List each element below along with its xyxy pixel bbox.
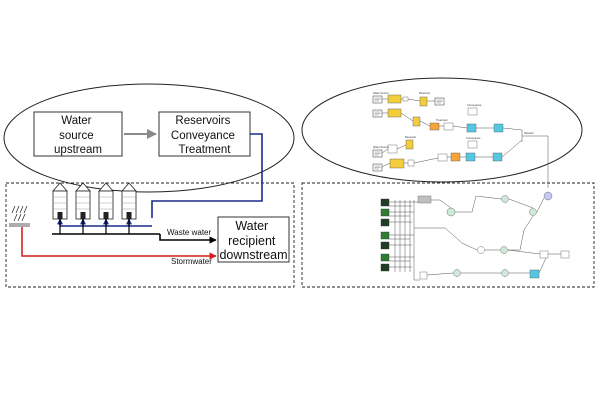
reservoirs-line-3: Treatment (179, 144, 232, 156)
reservoirs-box: Reservoirs Conveyance Treatment (158, 111, 251, 157)
stormwater-line (21, 227, 217, 260)
svg-text:Reservoirs Conveyance: Reservoirs Conveyance Treatment (171, 115, 238, 156)
recipient-line-1: Water (235, 219, 268, 233)
source-line-3: upstream (54, 144, 102, 156)
recipient-box: Water recipient downstream (217, 216, 290, 263)
svg-text:Conveyance: Conveyance (467, 103, 482, 107)
right-panel: Water Source Reservoir Conveyance Treatm… (301, 77, 595, 288)
rainfall-icon (9, 205, 30, 227)
supply-line (151, 133, 263, 218)
urban-model-blocks (380, 191, 570, 281)
stormwater-label: Stormwater (171, 257, 212, 266)
source-line-1: Water (61, 115, 91, 127)
svg-text:Water Source: Water Source (373, 91, 389, 95)
left-panel: Water source upstream Reservoirs Conveya… (3, 83, 295, 288)
svg-text:Conveyance: Conveyance (466, 136, 481, 140)
source-box: Water source upstream (33, 111, 123, 157)
recipient-line-2: recipient (228, 234, 276, 248)
waste-water-line (159, 234, 217, 244)
svg-text:Water source u: Water source upstream (54, 115, 102, 156)
supply-ellipse (3, 83, 295, 193)
svg-text:Water Source: Water Source (373, 145, 389, 149)
source-line-2: source (59, 130, 94, 142)
model-urban-box (301, 182, 595, 288)
building-icon (75, 182, 91, 220)
svg-text:Reservoir: Reservoir (419, 91, 430, 95)
recipient-line-3: downstream (219, 248, 287, 262)
svg-text:Water recipient: Water recipient downstream (219, 219, 287, 262)
supply-model-blocks: Water Source Reservoir Conveyance Treatm… (372, 91, 549, 188)
building-icon (98, 182, 114, 220)
svg-text:Reservoir: Reservoir (405, 135, 416, 139)
waste-water-label: Waste water (167, 228, 211, 237)
building-icon (52, 182, 68, 220)
building-icon (121, 182, 137, 220)
urban-area-box (5, 182, 295, 288)
svg-text:Treatment: Treatment (436, 118, 448, 122)
reservoirs-line-1: Reservoirs (175, 115, 230, 127)
reservoirs-line-2: Conveyance (171, 130, 235, 142)
model-supply-ellipse (301, 77, 583, 183)
svg-text:Network: Network (524, 131, 534, 135)
